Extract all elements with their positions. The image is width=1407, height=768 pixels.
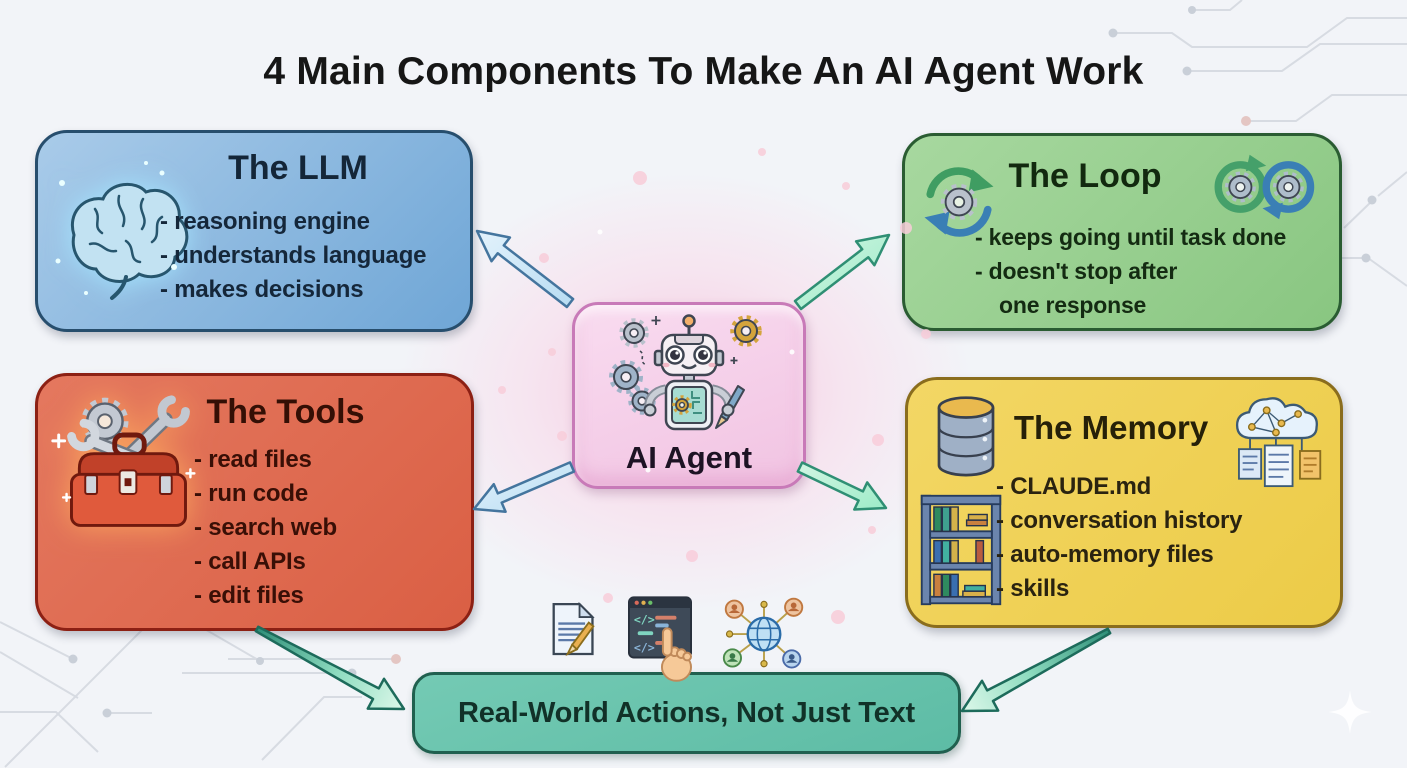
list-item: - CLAUDE.md (996, 473, 1152, 500)
panel-loop-title: The Loop (1008, 157, 1162, 195)
panel-llm-list: - reasoning engine - understands languag… (160, 205, 427, 307)
code-window-hand-icon: </> </> (628, 596, 692, 682)
list-item: - conversation history (996, 507, 1243, 534)
infinity-gears-icon (1214, 154, 1315, 220)
arrow-memory-to-banner (960, 627, 1112, 713)
panel-tools: The Tools - read files - run code - sear… (35, 373, 474, 631)
cycle-arrows-gear-icon (924, 167, 994, 237)
center-label: AI Agent (625, 440, 753, 475)
list-item: - call APIs (194, 548, 306, 575)
panel-llm-title: The LLM (228, 149, 368, 187)
panel-memory-list: - CLAUDE.md - conversation history - aut… (996, 470, 1243, 606)
list-item: - understands language (160, 242, 427, 269)
cloud-network-docs-icon (1235, 397, 1322, 488)
center-ai-agent-box: AI Agent (572, 302, 806, 489)
list-item: - keeps going until task done (975, 224, 1287, 250)
list-item: - search web (194, 514, 337, 541)
list-item: - skills (996, 575, 1070, 602)
panel-loop: The Loop - keeps going until task done -… (902, 133, 1342, 331)
arrow-tools-to-banner (254, 625, 406, 711)
robot-icon (609, 314, 762, 431)
list-item: one response (999, 292, 1147, 318)
list-item: - read files (194, 446, 312, 473)
banner-real-world-actions: Real-World Actions, Not Just Text (412, 672, 961, 754)
star-sparkle (1328, 690, 1372, 734)
toolbox-icon (51, 395, 196, 527)
list-item: - reasoning engine (160, 208, 370, 235)
page-title: 4 Main Components To Make An AI Agent Wo… (263, 50, 1144, 93)
panel-memory-title: The Memory (1013, 409, 1209, 446)
database-icon (937, 396, 995, 477)
panel-llm: The LLM - reasoning engine - understands… (35, 130, 473, 332)
panel-loop-list: - keeps going until task done - doesn't … (975, 220, 1286, 322)
banner-label: Real-World Actions, Not Just Text (458, 696, 915, 729)
brain-icon (55, 161, 189, 300)
list-item: - makes decisions (160, 276, 364, 303)
list-item: - run code (194, 480, 309, 507)
document-pencil-icon (552, 601, 595, 657)
panel-memory: The Memory - CLAUDE.md - conversation hi… (905, 377, 1343, 628)
panel-tools-list: - read files - run code - search web - c… (194, 443, 337, 613)
network-globe-icon (722, 597, 804, 669)
svg-text:</>: </> (634, 613, 655, 627)
panel-tools-title: The Tools (206, 393, 365, 431)
bookshelf-icon (920, 494, 1002, 606)
list-item: - edit files (194, 582, 304, 609)
list-item: - doesn't stop after (975, 258, 1178, 284)
list-item: - auto-memory files (996, 541, 1214, 568)
svg-text:</>: </> (634, 641, 655, 655)
